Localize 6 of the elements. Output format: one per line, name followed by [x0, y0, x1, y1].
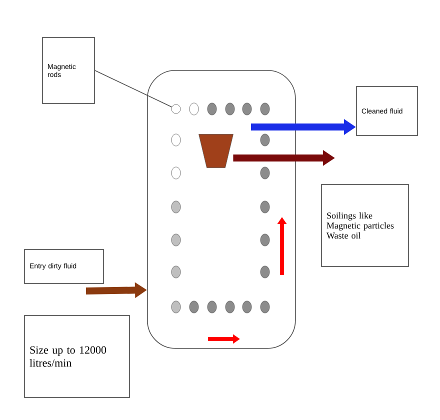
label-box: Size up to 12000 litres/min: [24, 315, 130, 398]
label-box: Soilings like Magnetic particles Waste oil: [321, 184, 409, 267]
magnetic-rod: [171, 104, 181, 114]
filter-housing: [147, 70, 296, 349]
sludge-trap: [198, 134, 234, 168]
leader-line: [94, 70, 172, 108]
